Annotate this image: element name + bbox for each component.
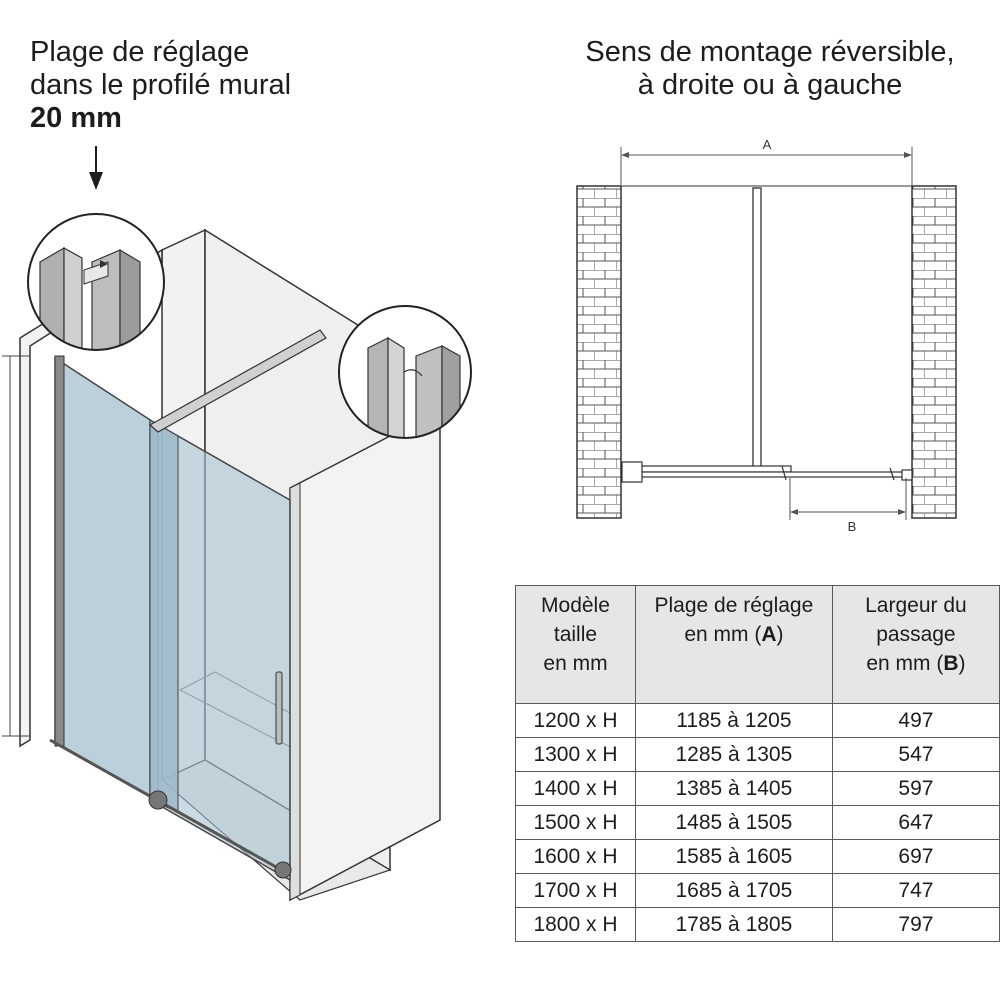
header-model: Modèle taille en mm bbox=[515, 585, 636, 704]
range-cell: 1385 à 1405 bbox=[634, 771, 833, 806]
model-cell: 1800 x H bbox=[515, 907, 636, 942]
brick-wall-right bbox=[911, 185, 957, 519]
dimension-b bbox=[789, 478, 907, 520]
down-arrow-icon bbox=[89, 146, 103, 190]
model-cell: 1300 x H bbox=[515, 737, 636, 772]
brick-wall-left bbox=[576, 185, 622, 519]
dimensions-table: Modèle taille en mm Plage de réglage en … bbox=[515, 585, 1000, 942]
adjustment-caption: Plage de réglage dans le profilé mural 2… bbox=[30, 36, 291, 135]
dimension-b-label: B bbox=[848, 519, 857, 534]
door-handle bbox=[275, 671, 283, 745]
range-cell: 1685 à 1705 bbox=[634, 873, 833, 908]
stabiliser-bar bbox=[148, 329, 327, 433]
passage-cell: 597 bbox=[831, 771, 1000, 806]
height-dimension bbox=[2, 355, 30, 737]
model-cell: 1500 x H bbox=[515, 805, 636, 840]
passage-cell: 797 bbox=[831, 907, 1000, 942]
mounting-caption-line1: Sens de montage réversible, bbox=[585, 36, 955, 68]
plan-glass-panels bbox=[620, 461, 913, 483]
dimension-a-label: A bbox=[763, 137, 772, 152]
mounting-caption: Sens de montage réversible, à droite ou … bbox=[540, 36, 1000, 102]
range-cell: 1485 à 1505 bbox=[634, 805, 833, 840]
plan-stabiliser-bar bbox=[752, 187, 762, 471]
table-header-row: Modèle taille en mm Plage de réglage en … bbox=[515, 585, 1000, 704]
passage-cell: 647 bbox=[831, 805, 1000, 840]
door-profile-detail bbox=[338, 305, 472, 439]
range-cell: 1785 à 1805 bbox=[634, 907, 833, 942]
adjustment-caption-line2: dans le profilé mural bbox=[30, 69, 292, 101]
roller-back bbox=[274, 861, 292, 879]
roller-front bbox=[148, 790, 168, 810]
header-adjustment-range: Plage de réglage en mm (A) bbox=[634, 585, 833, 704]
left-wall-edge bbox=[19, 248, 163, 748]
range-cell: 1285 à 1305 bbox=[634, 737, 833, 772]
adjustment-caption-value: 20 mm bbox=[30, 102, 122, 134]
model-cell: 1200 x H bbox=[515, 703, 636, 738]
dimension-a bbox=[620, 147, 913, 185]
adjustment-caption-line1: Plage de réglage bbox=[30, 36, 250, 68]
header-passage-width: Largeur du passage en mm (B) bbox=[831, 585, 1000, 704]
range-cell: 1185 à 1205 bbox=[634, 703, 833, 738]
model-cell: 1600 x H bbox=[515, 839, 636, 874]
mounting-caption-line2: à droite ou à gauche bbox=[637, 69, 903, 101]
passage-cell: 497 bbox=[831, 703, 1000, 738]
range-cell: 1585 à 1605 bbox=[634, 839, 833, 874]
passage-cell: 547 bbox=[831, 737, 1000, 772]
passage-cell: 697 bbox=[831, 839, 1000, 874]
model-cell: 1700 x H bbox=[515, 873, 636, 908]
model-cell: 1400 x H bbox=[515, 771, 636, 806]
passage-cell: 747 bbox=[831, 873, 1000, 908]
